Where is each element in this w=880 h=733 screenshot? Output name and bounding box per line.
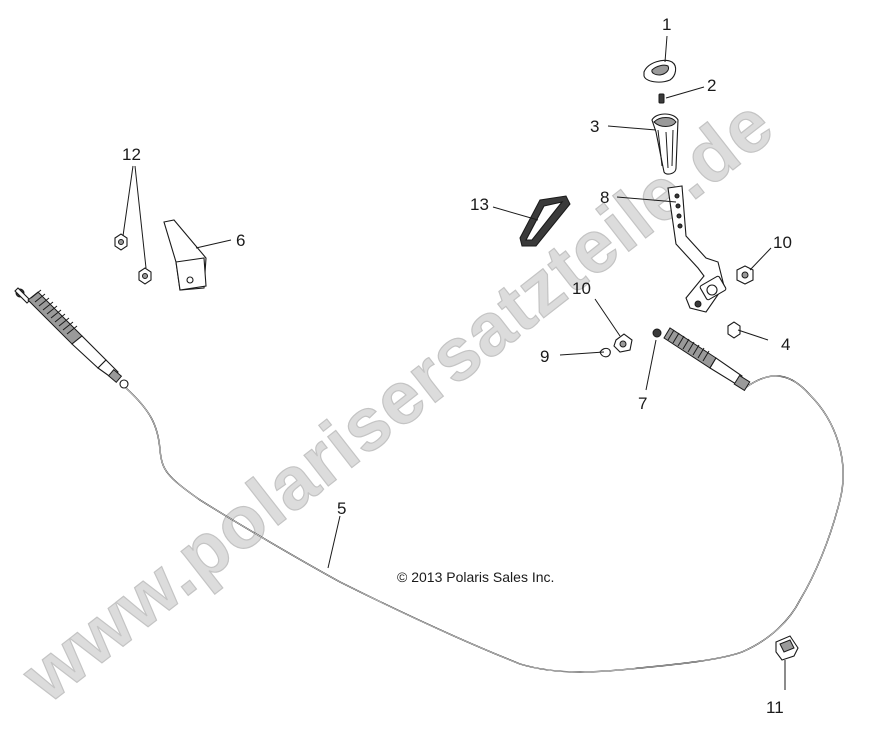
- bolt-part-12-a: [114, 233, 128, 251]
- callout-8: 8: [600, 188, 609, 207]
- knob-cap-part-1: [643, 59, 677, 83]
- screw-part-2: [658, 93, 665, 104]
- nut-part-10-a: [613, 333, 633, 353]
- callout-10-lower: 10: [572, 279, 591, 298]
- clip-part-9: [599, 347, 611, 358]
- callout-5: 5: [337, 499, 346, 518]
- callout-labels: 1 2 3 4 5 6 7 8 9 10 10 11 12 13: [122, 15, 792, 717]
- callout-11: 11: [766, 698, 784, 717]
- leader-lines: [122, 35, 786, 690]
- callout-2: 2: [707, 76, 716, 95]
- shift-boot-part-13: [519, 195, 571, 247]
- watermark-text: www.polarisersatzteile.de: [6, 81, 788, 718]
- callout-9: 9: [540, 347, 549, 366]
- shift-knob-part-3: [651, 113, 679, 175]
- callout-4: 4: [781, 335, 790, 354]
- shift-lever-part-8: [667, 185, 727, 313]
- cable-clip-part-11: [775, 635, 799, 661]
- callout-7: 7: [638, 394, 647, 413]
- shift-cable-part-5: [14, 287, 844, 673]
- callout-10-upper: 10: [773, 233, 792, 252]
- bolt-part-12-b: [138, 267, 152, 285]
- callout-13: 13: [470, 195, 489, 214]
- nut-part-10-b: [736, 265, 754, 285]
- callout-1: 1: [662, 15, 671, 34]
- copyright-text: © 2013 Polaris Sales Inc.: [397, 569, 554, 585]
- callout-12: 12: [122, 145, 141, 164]
- nut-part-4: [727, 321, 741, 339]
- cable-right-end-fitting: [652, 327, 751, 392]
- callout-3: 3: [590, 117, 599, 136]
- cable-left-end-fitting: [14, 287, 129, 389]
- bracket-part-6: [163, 219, 207, 291]
- callout-6: 6: [236, 231, 245, 250]
